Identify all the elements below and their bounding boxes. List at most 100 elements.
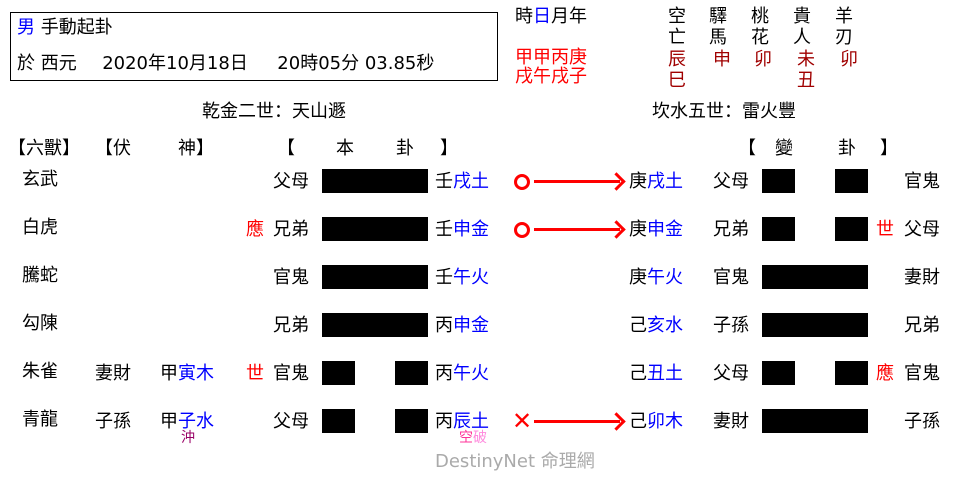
gender: 男 <box>17 17 35 38</box>
bian-header-2: 卦 <box>838 138 856 159</box>
right-relation: 官鬼 <box>904 171 940 192</box>
yang-line <box>762 409 868 433</box>
fushen-relation: 子孫 <box>95 411 131 432</box>
right-relation: 兄弟 <box>904 315 940 336</box>
liushou: 白虎 <box>22 217 58 238</box>
yin-line-left <box>762 217 795 241</box>
yin-line-right <box>835 217 868 241</box>
ben-header-2: 卦 <box>396 138 414 159</box>
yang-line <box>322 217 428 241</box>
pillar-labels: 時日月年 <box>515 7 587 27</box>
moving-yang-marker-icon <box>514 222 530 238</box>
shensha-value: 丑 <box>797 70 815 91</box>
yin-line-left <box>322 409 355 433</box>
fushen-header-close: 神】 <box>178 138 214 159</box>
po-note: 破 <box>473 430 487 446</box>
bian-header-1: 變 <box>775 138 793 159</box>
pillar-stems: 甲甲丙庚 <box>515 47 587 68</box>
header-box <box>10 12 498 81</box>
yang-line <box>762 265 868 289</box>
shensha-name: 貴 <box>793 6 811 27</box>
ying-mark: 應 <box>876 363 894 384</box>
relation: 兄弟 <box>273 219 309 240</box>
shensha-name: 馬 <box>709 27 727 48</box>
ying-mark: 應 <box>246 219 264 240</box>
yin-line-left <box>322 361 355 385</box>
pillar-month-label: 月 <box>551 6 569 27</box>
bian-header-close: 】 <box>880 138 898 159</box>
ganzhi: 丙申金 <box>435 315 489 336</box>
ben-header-close: 】 <box>440 138 458 159</box>
header-line-1: 男 手動起卦 <box>17 18 113 38</box>
pillar-hour-label: 時 <box>515 6 533 27</box>
bian-relation: 官鬼 <box>713 267 749 288</box>
ganzhi: 丙辰土 <box>435 411 489 432</box>
shensha-value: 申 <box>713 49 731 70</box>
liushou: 騰蛇 <box>22 265 58 286</box>
right-relation: 官鬼 <box>904 363 940 384</box>
fushen-ganzhi: 甲子水 <box>160 411 214 432</box>
liushou: 勾陳 <box>22 313 58 334</box>
yang-line <box>322 265 428 289</box>
relation: 父母 <box>273 411 309 432</box>
ben-gua-title: 乾金二世：天山遯 <box>202 101 346 122</box>
yang-line <box>322 313 428 337</box>
bian-ganzhi: 庚午火 <box>629 267 683 288</box>
fushen-relation: 妻財 <box>95 363 131 384</box>
shensha-name: 亡 <box>668 27 686 48</box>
bian-relation: 子孫 <box>713 315 749 336</box>
pillar-branches: 戌午戌子 <box>515 66 587 87</box>
kong-po-note: 空破 <box>459 431 487 445</box>
shensha-value: 卯 <box>840 49 858 70</box>
chong-note: 沖 <box>181 430 195 446</box>
relation: 兄弟 <box>273 315 309 336</box>
arrowhead-icon <box>607 412 626 431</box>
change-arrow-icon <box>534 420 620 423</box>
bian-ganzhi: 庚申金 <box>629 219 683 240</box>
fushen-ganzhi: 甲寅木 <box>160 363 214 384</box>
shi-mark: 世 <box>246 363 264 384</box>
time: 20時05分 03.85秒 <box>277 53 435 74</box>
fushen-header-open: 【伏 <box>95 138 131 159</box>
method: 手動起卦 <box>40 17 113 38</box>
shensha-name: 羊 <box>835 6 853 27</box>
shensha-name: 刃 <box>835 27 853 48</box>
ganzhi: 丙午火 <box>435 363 489 384</box>
relation: 官鬼 <box>273 363 309 384</box>
shensha-value: 巳 <box>668 70 686 91</box>
shi-mark: 世 <box>876 219 894 240</box>
ben-header-open: 【 <box>277 138 295 159</box>
right-relation: 妻財 <box>904 267 940 288</box>
bian-ganzhi: 己丑土 <box>629 363 683 384</box>
yin-line-left <box>762 361 795 385</box>
yang-line <box>762 313 868 337</box>
ben-header-1: 本 <box>336 138 354 159</box>
liushou-header: 【六獸】 <box>8 138 80 159</box>
yin-line-right <box>395 409 428 433</box>
shensha-value: 辰 <box>668 49 686 70</box>
shensha-name: 人 <box>793 27 811 48</box>
bian-gua-title: 坎水五世：雷火豐 <box>652 101 796 122</box>
liushou: 玄武 <box>22 169 58 190</box>
yin-line-right <box>835 169 868 193</box>
arrowhead-icon <box>607 172 626 191</box>
yin-line-right <box>395 361 428 385</box>
moving-yin-marker-icon: ✕ <box>512 407 533 435</box>
bian-relation: 父母 <box>713 171 749 192</box>
yin-line-left <box>762 169 795 193</box>
bian-ganzhi: 庚戌土 <box>629 171 683 192</box>
kong-note: 空 <box>459 430 473 446</box>
shensha-name: 空 <box>668 6 686 27</box>
watermark: DestinyNet 命理網 <box>435 451 595 472</box>
liushou: 朱雀 <box>22 361 58 382</box>
bian-ganzhi: 己亥水 <box>629 315 683 336</box>
bian-ganzhi: 己卯木 <box>629 411 683 432</box>
pillar-year-label: 年 <box>569 6 587 27</box>
yin-line-right <box>835 361 868 385</box>
right-relation: 子孫 <box>904 411 940 432</box>
ganzhi: 壬午火 <box>435 267 489 288</box>
ganzhi: 壬申金 <box>435 219 489 240</box>
yang-line <box>322 169 428 193</box>
header-line-2: 於 西元 2020年10月18日 20時05分 03.85秒 <box>17 54 434 74</box>
right-relation: 父母 <box>904 219 940 240</box>
